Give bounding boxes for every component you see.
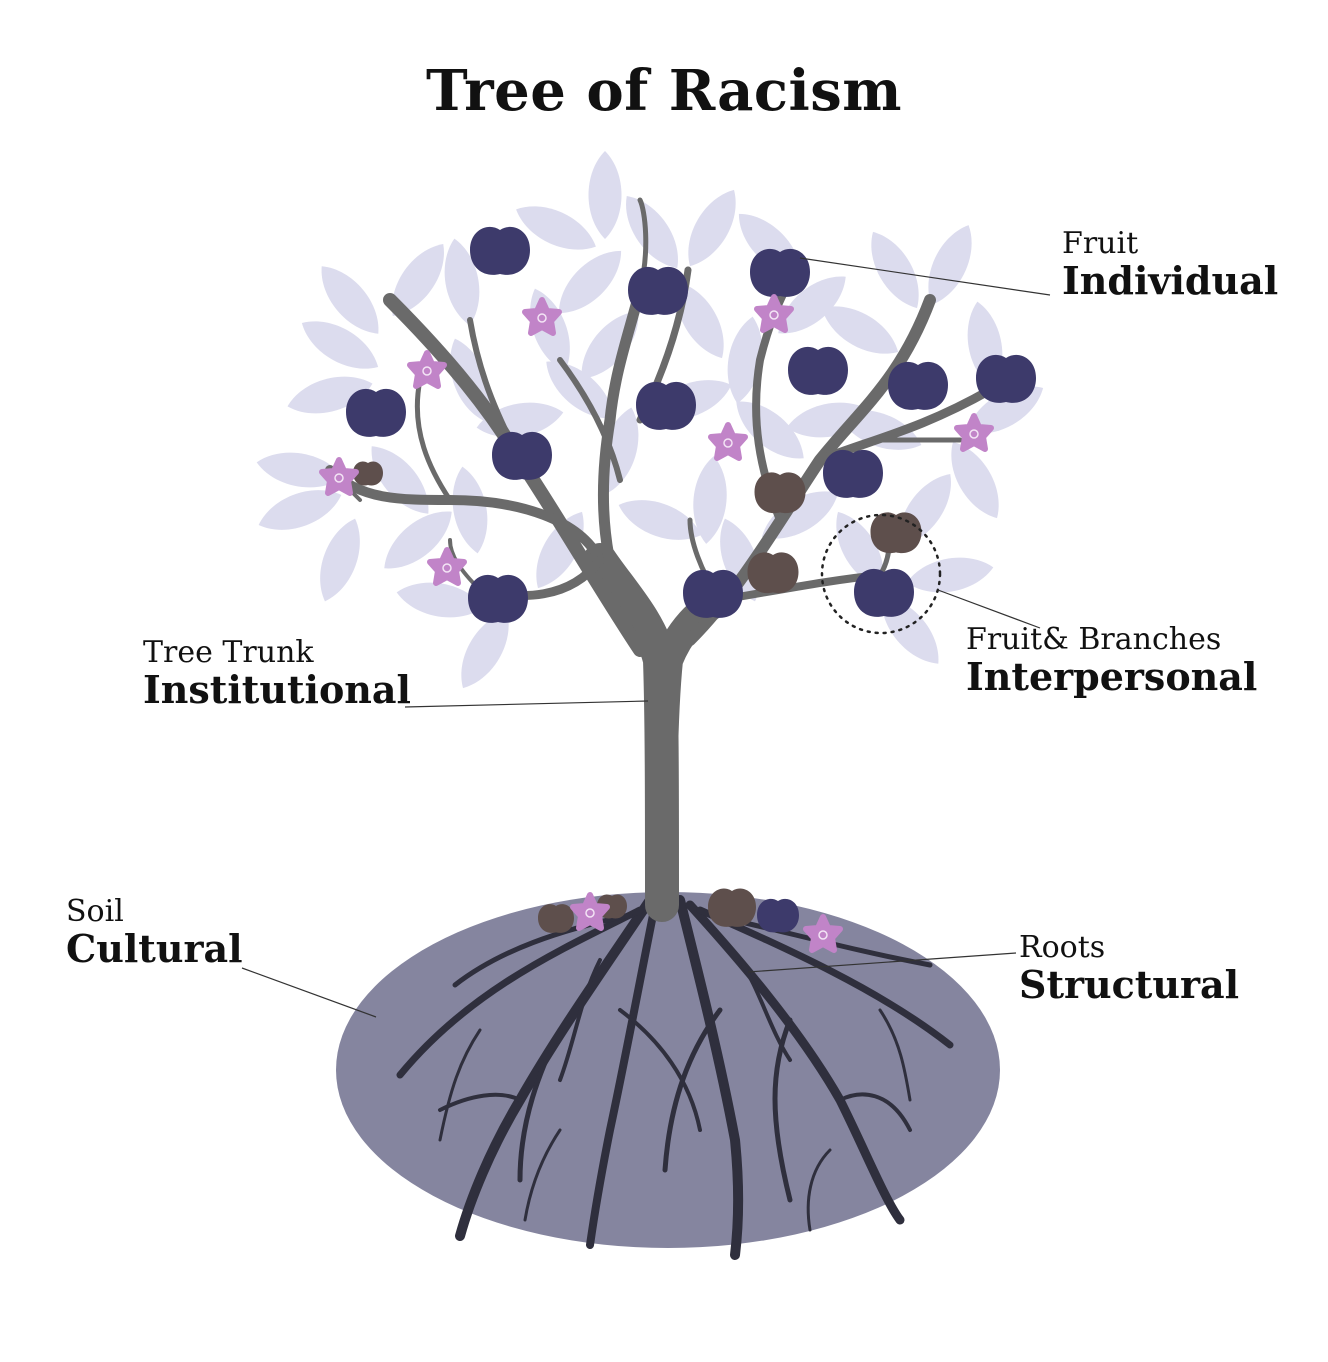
diagram-title: Tree of Racism [425, 58, 903, 124]
label-soil: Soil Cultural [66, 894, 243, 972]
flower-centers [334, 310, 979, 940]
leader-lines [241, 257, 1051, 1018]
label-fruit-small: Fruit [1062, 226, 1139, 261]
label-fruit-branches: Fruit& Branches Interpersonal [966, 622, 1258, 700]
label-soil-small: Soil [66, 894, 124, 929]
soil-ellipse [336, 892, 1000, 1248]
roots [396, 895, 954, 1260]
label-fruit: Fruit Individual [1062, 226, 1279, 304]
label-fruit-branches-big: Interpersonal [966, 654, 1258, 700]
label-trunk: Tree Trunk Institutional [143, 635, 411, 713]
highlight-circle [820, 513, 942, 635]
label-roots-small: Roots [1019, 930, 1106, 965]
label-roots-big: Structural [1019, 962, 1240, 1008]
label-trunk-small: Tree Trunk [143, 635, 314, 670]
label-roots: Roots Structural [1019, 930, 1240, 1008]
label-trunk-big: Institutional [143, 667, 411, 713]
label-fruit-big: Individual [1062, 258, 1279, 304]
label-fruit-branches-small: Fruit& Branches [966, 622, 1222, 657]
label-soil-big: Cultural [66, 926, 243, 972]
